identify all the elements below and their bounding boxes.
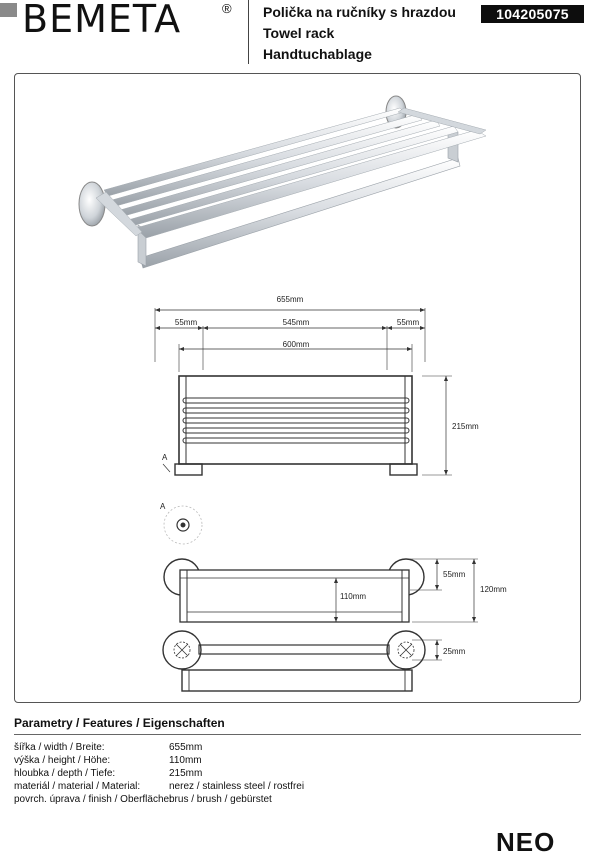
render-rail bbox=[103, 107, 405, 197]
bottom-frame bbox=[181, 669, 413, 692]
top-view bbox=[163, 558, 478, 623]
parameters-divider bbox=[14, 734, 581, 735]
top-frame bbox=[179, 569, 410, 623]
bottom-flange-left bbox=[162, 630, 202, 670]
bottom-dim-arrows bbox=[435, 640, 439, 660]
param-label: výška / height / Höhe: bbox=[14, 755, 111, 766]
dim-25: 25mm bbox=[443, 647, 466, 656]
front-view bbox=[154, 308, 452, 476]
render-rail bbox=[135, 129, 487, 239]
param-label: materiál / material / Material: bbox=[14, 781, 141, 792]
brand-logo: BEMETA bbox=[22, 0, 182, 41]
render-rail bbox=[119, 119, 441, 217]
param-label: hloubka / depth / Tiefe: bbox=[14, 768, 116, 779]
param-value: nerez / stainless steel / rostfrei bbox=[169, 781, 305, 792]
dim-120: 120mm bbox=[480, 585, 507, 594]
product-titles: Polička na ručníky s hrazdou Towel rack … bbox=[263, 2, 456, 65]
dim-55-depth: 55mm bbox=[443, 570, 466, 579]
parameters-title: Parametry / Features / Eigenschaften bbox=[14, 716, 225, 730]
drawing-frame bbox=[14, 73, 581, 703]
render-arm bbox=[397, 107, 487, 135]
product-code: 104205075 bbox=[481, 5, 584, 23]
front-rail bbox=[182, 397, 410, 404]
dim-depth: 215mm bbox=[452, 422, 479, 431]
logo-square-mark bbox=[0, 3, 17, 17]
front-frame bbox=[178, 375, 413, 465]
param-value: 215mm bbox=[169, 768, 203, 779]
dim-inner-width: 600mm bbox=[283, 340, 310, 349]
front-rail bbox=[182, 437, 410, 444]
front-foot-left bbox=[174, 463, 203, 476]
param-label: povrch. úprava / finish / Oberfläche: bbox=[14, 794, 172, 805]
param-value: brus / brush / gebürstet bbox=[169, 794, 272, 805]
front-foot-right bbox=[389, 463, 418, 476]
title-de: Handtuchablage bbox=[263, 46, 372, 62]
bottom-flange-right bbox=[386, 630, 426, 670]
bottom-bar bbox=[198, 644, 390, 655]
dim-arrows bbox=[155, 308, 448, 475]
registered-mark: ® bbox=[222, 1, 232, 16]
detail-a-label: A bbox=[162, 453, 168, 462]
bottom-flange-hole bbox=[397, 641, 415, 659]
detail-a-view bbox=[163, 505, 203, 545]
header-divider bbox=[248, 0, 249, 64]
param-value: 655mm bbox=[169, 742, 203, 753]
dim-left-offset: 55mm bbox=[175, 318, 198, 327]
series-name: NEO bbox=[496, 827, 556, 857]
render-flange-left bbox=[78, 181, 106, 227]
detail-a-pointer bbox=[162, 463, 171, 473]
product-render bbox=[78, 95, 487, 269]
front-rail bbox=[182, 417, 410, 424]
param-value: 110mm bbox=[169, 755, 202, 766]
bottom-view bbox=[162, 630, 442, 692]
front-rail bbox=[182, 407, 410, 414]
dim-total-width: 655mm bbox=[277, 295, 304, 304]
title-en: Towel rack bbox=[263, 25, 335, 41]
param-label: šířka / width / Breite: bbox=[14, 742, 105, 753]
render-towel-bar bbox=[139, 157, 461, 269]
dim-middle: 545mm bbox=[283, 318, 310, 327]
bottom-flange-hole bbox=[173, 641, 191, 659]
dim-110: 110mm bbox=[340, 592, 366, 601]
detail-a-view-label: A bbox=[160, 502, 166, 511]
title-cz: Polička na ručníky s hrazdou bbox=[263, 4, 456, 20]
render-arm bbox=[95, 191, 143, 237]
front-rail bbox=[182, 427, 410, 434]
dim-right-offset: 55mm bbox=[397, 318, 420, 327]
top-dim-arrows bbox=[334, 559, 476, 622]
